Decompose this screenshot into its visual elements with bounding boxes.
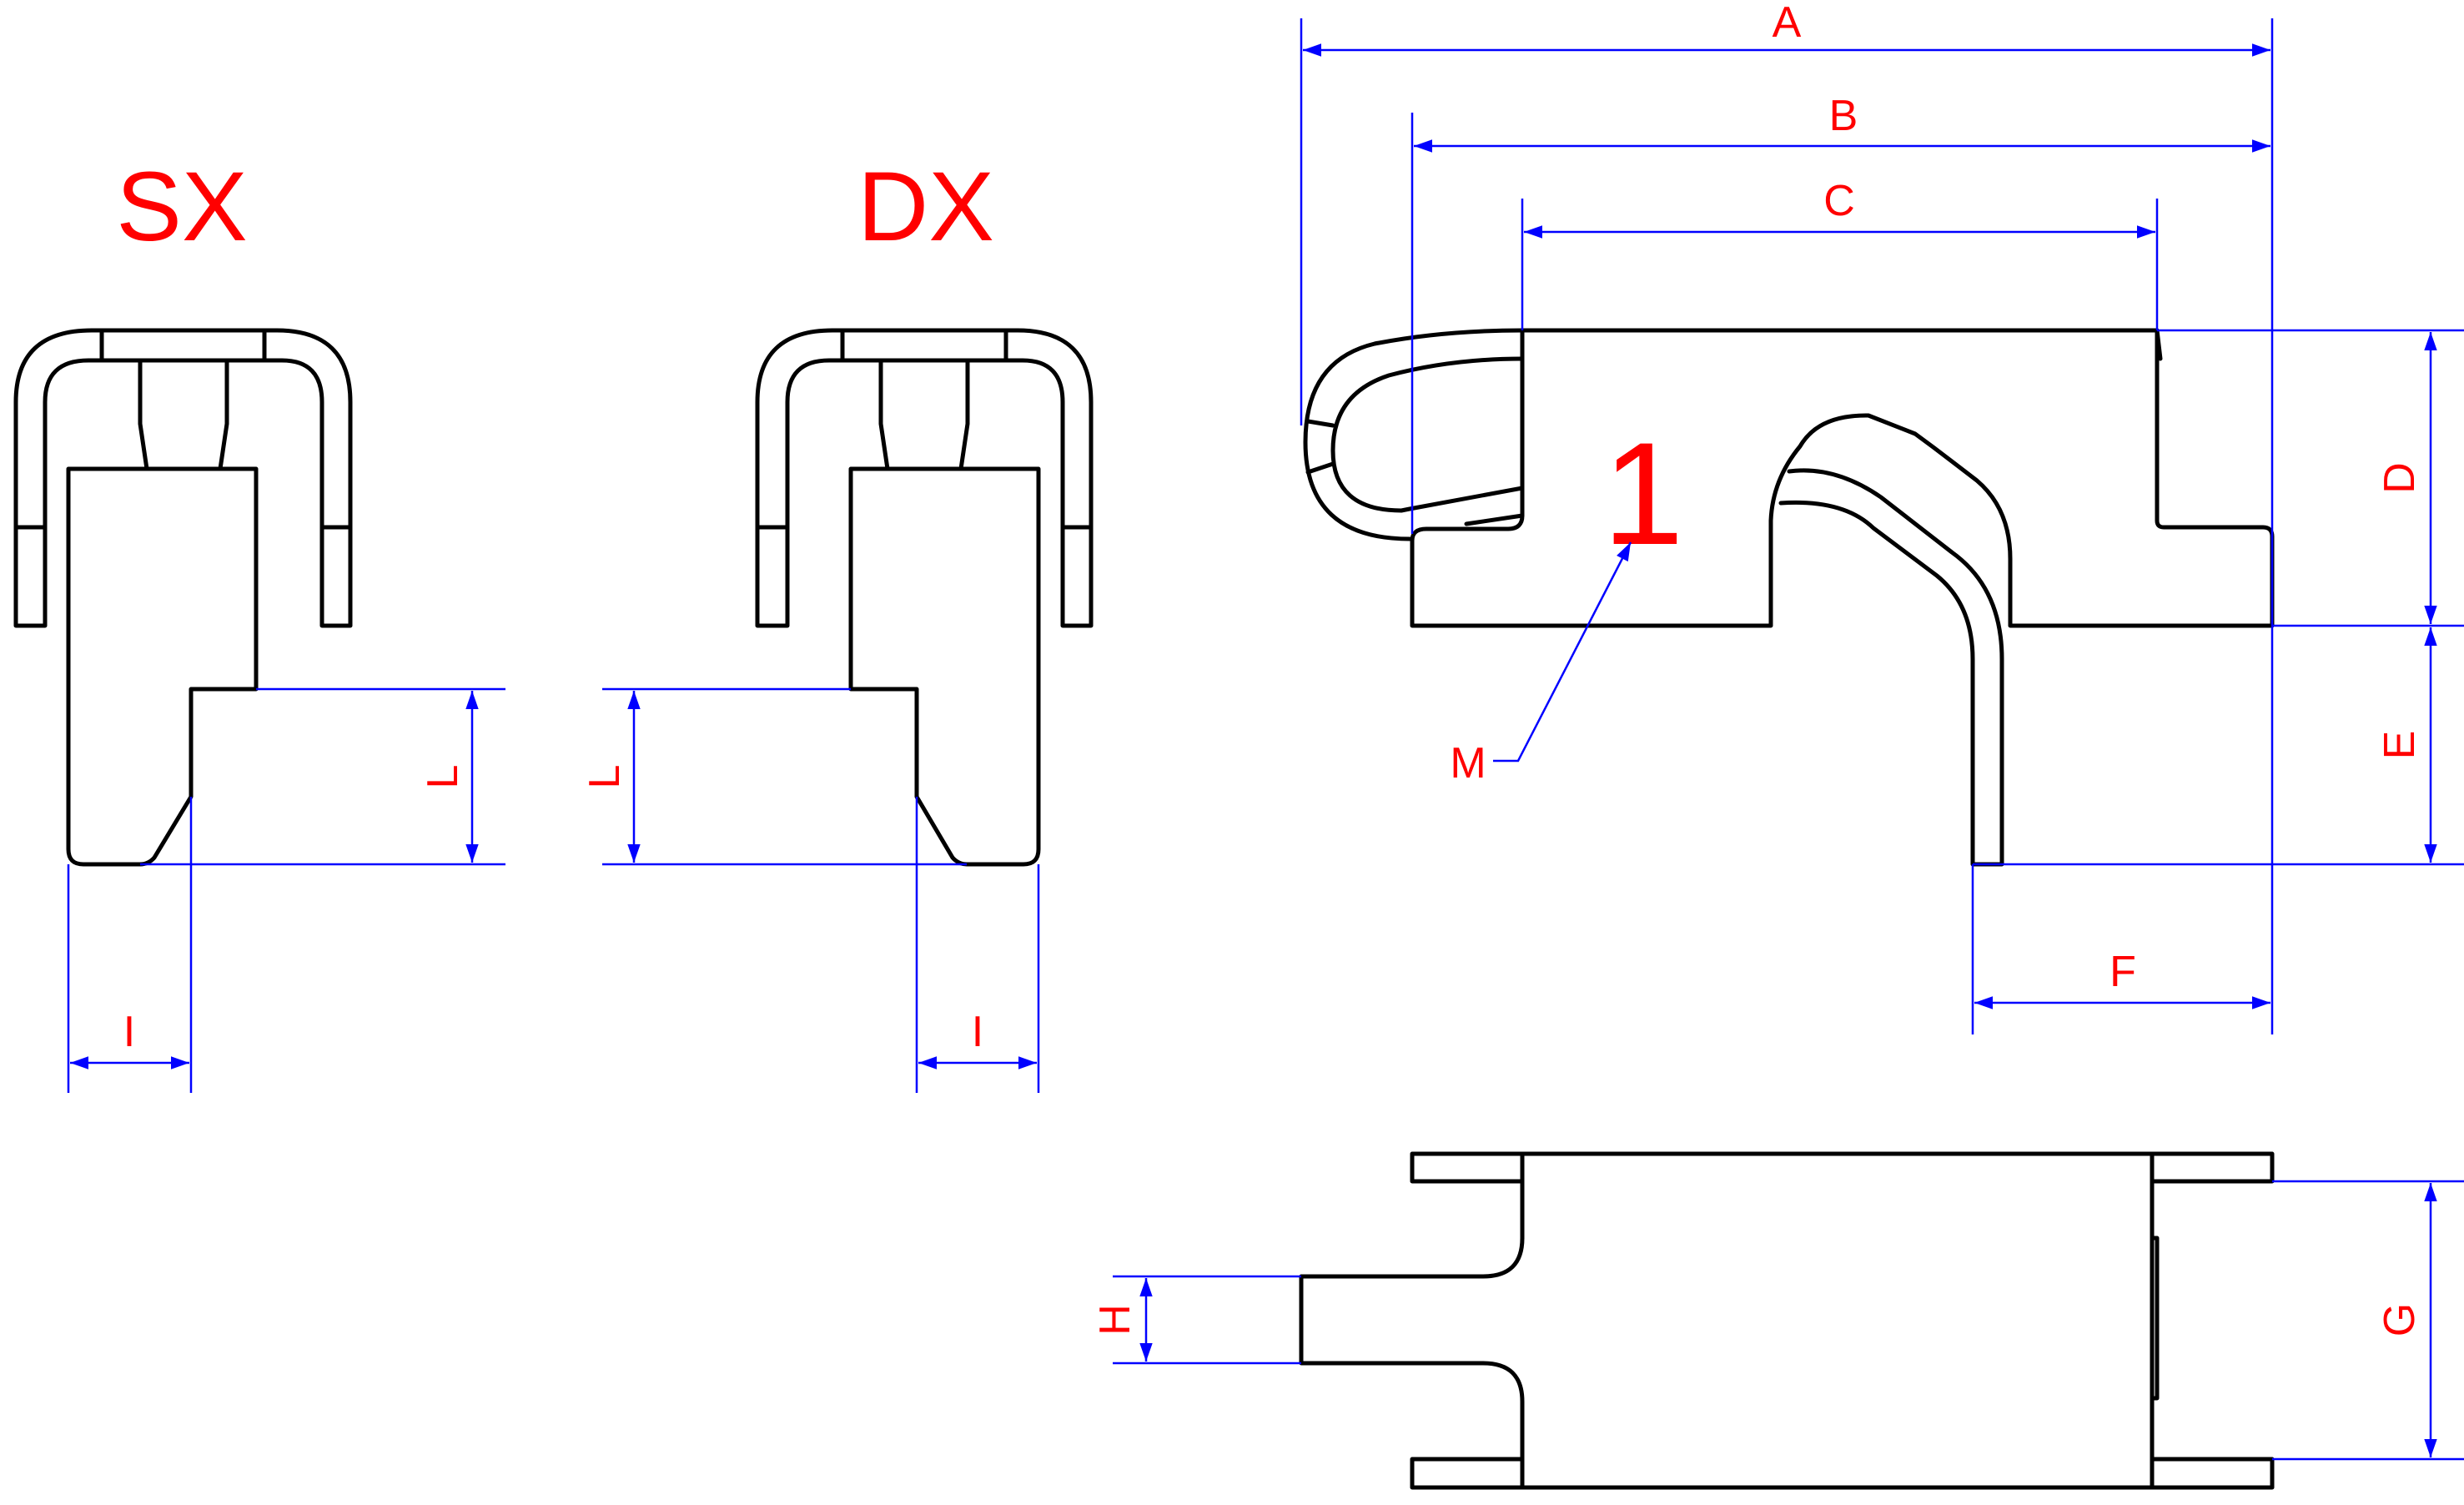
sx-dim-l-label: L <box>419 765 467 789</box>
dim-a-label: A <box>1773 0 1802 47</box>
side-callout-number: 1 <box>1602 413 1683 576</box>
dx-bracket <box>755 328 1094 628</box>
side-tab <box>1778 468 2004 867</box>
dim-c-label: C <box>1823 177 1855 225</box>
dx-body <box>848 466 1041 867</box>
sx-bracket <box>13 328 353 628</box>
dim-h-label: H <box>1091 1304 1139 1336</box>
side-view: 1 M A B C D E F <box>1300 0 2464 1034</box>
dim-d-label: D <box>2376 462 2424 494</box>
side-body <box>1410 328 2275 628</box>
dx-dim-l-label: L <box>581 765 629 789</box>
side-hook-inner <box>1330 356 1525 513</box>
side-hook-outer <box>1303 328 1525 541</box>
dx-view: DX L I <box>581 152 1094 1093</box>
dim-e-label: E <box>2376 731 2424 760</box>
side-callout-letter: M <box>1450 739 1486 788</box>
dim-f-label: F <box>2109 948 2136 996</box>
sx-title: SX <box>116 152 247 262</box>
dx-dim-i-label: I <box>972 1008 983 1056</box>
plan-view: H G <box>1091 1151 2464 1490</box>
plan-outline <box>1299 1151 2275 1490</box>
dx-title: DX <box>857 152 994 262</box>
sx-dim-i-label: I <box>123 1008 135 1056</box>
sx-body <box>66 466 259 867</box>
sx-view: SX L I <box>13 152 505 1093</box>
dim-b-label: B <box>1829 92 1858 140</box>
dim-g-label: G <box>2376 1303 2424 1336</box>
